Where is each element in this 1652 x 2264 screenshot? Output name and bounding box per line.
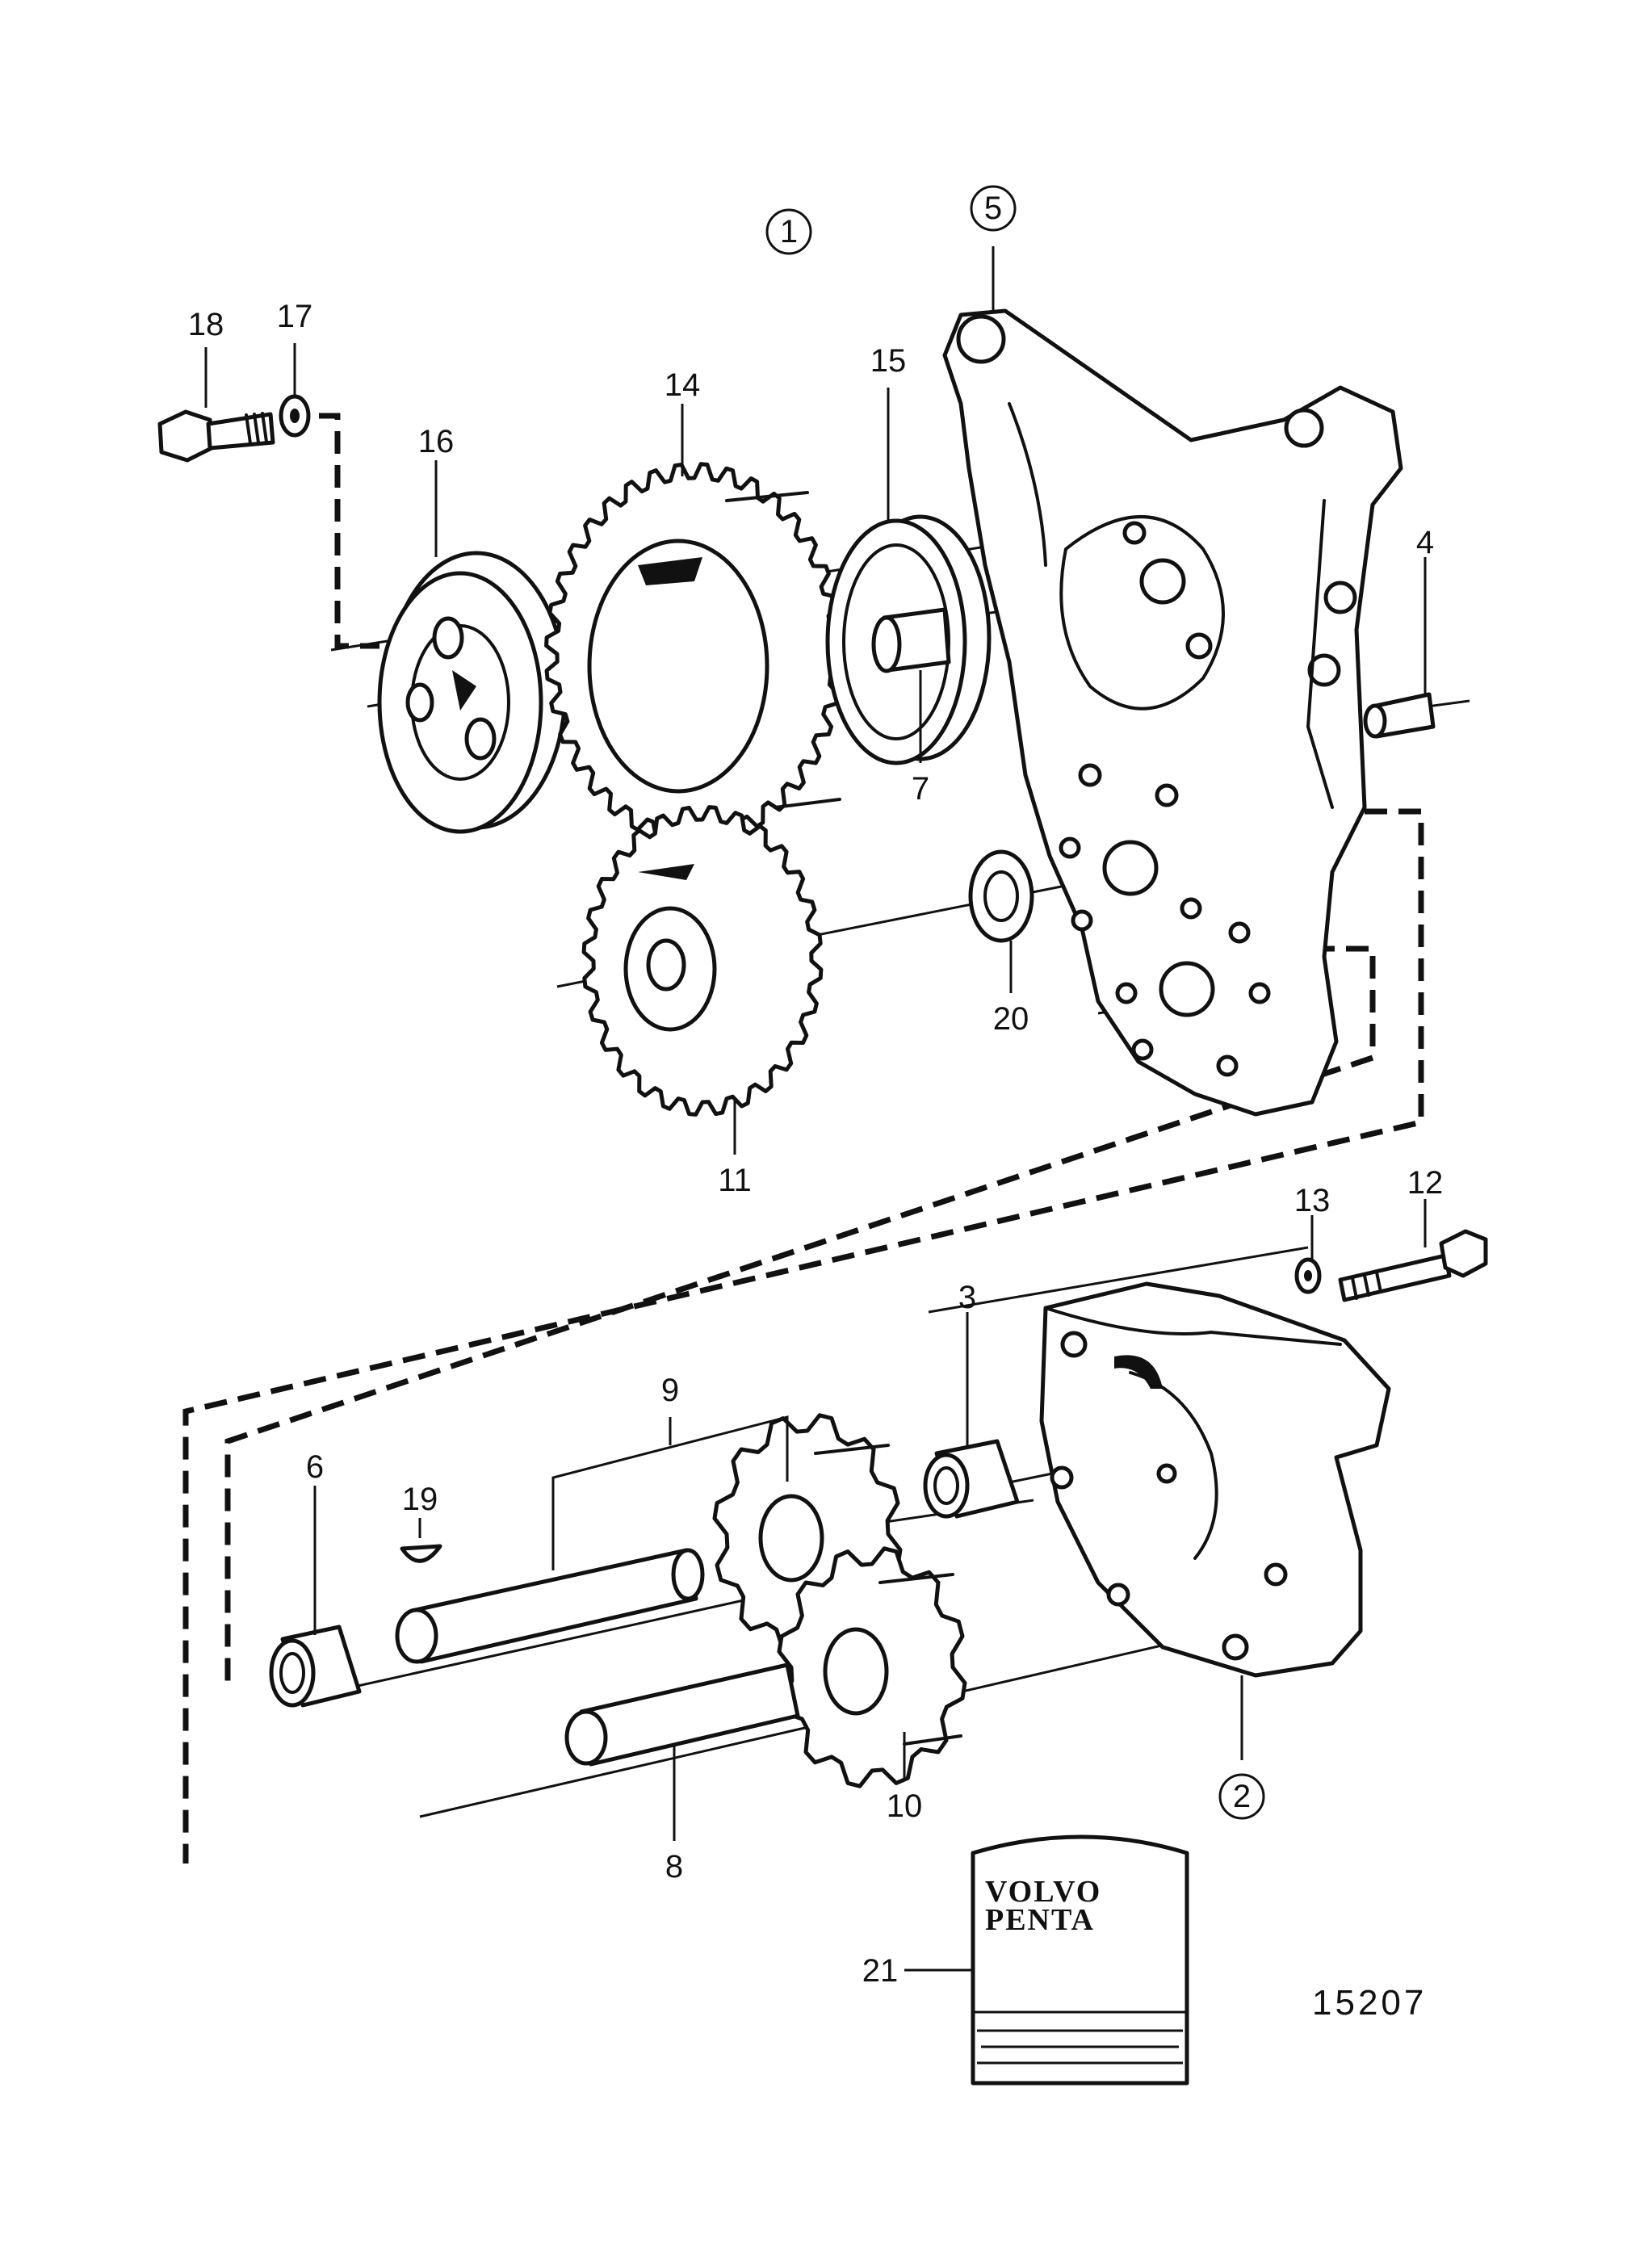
callout-circle-1	[765, 208, 812, 255]
callout-17: 17	[277, 299, 313, 334]
callout-18: 18	[188, 307, 224, 342]
shaft-pin-part-7	[871, 607, 951, 673]
lower-gear-part-11	[581, 805, 824, 1117]
brand-line-penta: PENTA	[985, 1903, 1095, 1937]
callout-8: 8	[665, 1849, 683, 1885]
leader-lines	[204, 246, 1427, 1972]
bracket-plate-part-5	[942, 308, 1403, 1117]
callout-9: 9	[661, 1373, 679, 1408]
callout-6: 6	[306, 1449, 324, 1485]
callout-21: 21	[862, 1953, 899, 1989]
callout-1: 1	[780, 214, 798, 249]
callout-7: 7	[912, 771, 929, 807]
callout-labels: 1 5 2 18 17 16 14 15 7 4 20 11 12 13 3 9…	[188, 185, 1444, 1989]
bolt-part-18	[157, 409, 275, 463]
washer-part-20	[968, 849, 1034, 943]
callout-3: 3	[958, 1280, 976, 1315]
gasket-kit-part-21: VOLVO PENTA	[971, 1834, 1189, 2086]
callout-19: 19	[402, 1482, 438, 1517]
callout-14: 14	[665, 367, 701, 403]
callout-5: 5	[984, 191, 1002, 226]
callout-10: 10	[887, 1788, 923, 1824]
callout-circle-2	[1218, 1773, 1265, 1820]
callout-12: 12	[1407, 1165, 1444, 1201]
callout-4: 4	[1416, 525, 1434, 560]
large-gear-part-14	[544, 462, 845, 846]
pump-gear-part-10	[777, 1546, 967, 1788]
washer-part-13	[1294, 1257, 1322, 1294]
callout-15: 15	[870, 343, 907, 379]
callout-2: 2	[1233, 1779, 1251, 1814]
callout-11: 11	[718, 1163, 752, 1198]
callout-13: 13	[1294, 1183, 1331, 1218]
key-part-19	[400, 1544, 442, 1563]
assembly-dash-lines	[182, 413, 1424, 1864]
callout-16: 16	[418, 424, 455, 459]
washer-part-17	[279, 394, 311, 438]
bushing-part-3	[923, 1439, 1020, 1519]
callout-circle-5	[970, 185, 1017, 232]
pump-housing-part-2	[1039, 1281, 1391, 1678]
brand-line-volvo: VOLVO	[985, 1875, 1101, 1909]
figure-number: 15207	[1312, 1983, 1427, 2023]
idler-shaft-part-8	[564, 1662, 800, 1767]
bushing-part-6	[269, 1625, 362, 1708]
hub-flange-part-16	[377, 551, 568, 834]
dowel-sleeve-part-4	[1363, 692, 1436, 739]
callout-20: 20	[993, 1001, 1029, 1037]
bolt-part-12	[1338, 1229, 1488, 1302]
